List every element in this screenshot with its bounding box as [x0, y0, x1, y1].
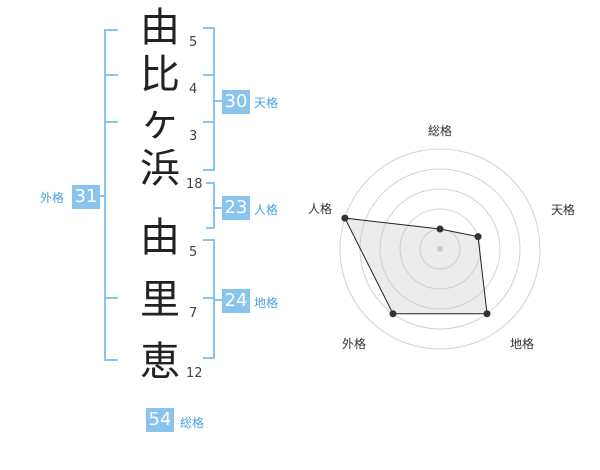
radar-point-1 — [436, 225, 444, 233]
surname-char-2: 比 — [140, 52, 180, 98]
surname-strokes-3: 3 — [189, 129, 198, 144]
jinkaku-value: 23 — [222, 196, 250, 220]
soukaku-value: 54 — [146, 408, 174, 432]
radar-point-3 — [483, 310, 491, 318]
radar-axis-label-gaikaku: 外格 — [342, 337, 367, 351]
surname-char-4: 浜 — [140, 146, 180, 192]
given-char-1: 由 — [140, 215, 180, 261]
gaikaku-value: 31 — [72, 185, 100, 209]
given-char-2: 里 — [140, 277, 180, 323]
surname-strokes-1: 5 — [189, 35, 198, 50]
radar-axis-label-jinkaku: 人格 — [308, 202, 333, 216]
tenkaku-label: 天格 — [254, 96, 279, 110]
tenkaku-value: 30 — [222, 90, 250, 114]
radar-series-polygon — [344, 217, 488, 315]
soukaku-label: 総格 — [180, 416, 205, 430]
radar-axis-label-chikaku: 地格 — [510, 337, 535, 351]
radar-point-5 — [341, 214, 349, 222]
given-strokes-1: 5 — [189, 245, 198, 260]
chikaku-value: 24 — [222, 289, 250, 313]
radar-point-2 — [474, 233, 482, 241]
radar-ring — [379, 188, 501, 310]
given-strokes-3: 12 — [186, 366, 203, 381]
chikaku-label: 地格 — [254, 296, 279, 310]
surname-char-3: ヶ — [140, 99, 180, 145]
radar-center — [437, 246, 443, 252]
given-char-3: 恵 — [140, 339, 180, 385]
given-strokes-2: 7 — [189, 306, 198, 321]
radar-ring — [339, 148, 541, 350]
surname-strokes-2: 4 — [189, 82, 198, 97]
radar-axis-label-soukaku: 総格 — [428, 124, 453, 138]
surname-char-1: 由 — [140, 5, 180, 51]
radar-ring — [399, 208, 481, 290]
surname-strokes-4: 18 — [186, 177, 203, 192]
jinkaku-label: 人格 — [254, 203, 279, 217]
gaikaku-label: 外格 — [40, 191, 65, 205]
radar-point-4 — [389, 310, 397, 318]
radar-axis-label-tenkaku: 天格 — [551, 203, 576, 217]
